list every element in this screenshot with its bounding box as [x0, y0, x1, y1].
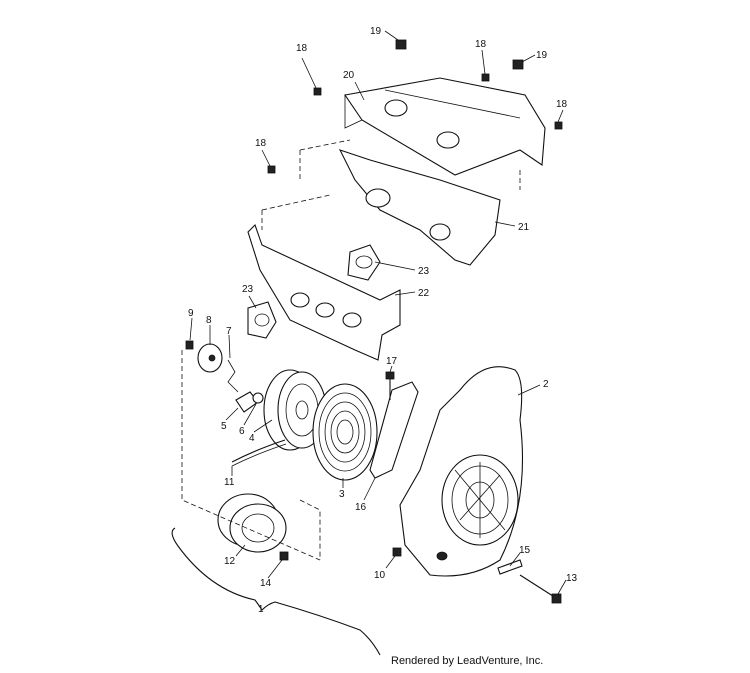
upper-shroud-part-20: [344, 77, 546, 176]
callout-15: 15: [519, 545, 531, 556]
gasket-part-23-left: [247, 301, 277, 339]
bracket-part-15: [497, 559, 523, 575]
assembly-line: [299, 499, 321, 560]
pawl-spring-part-6: [252, 392, 264, 404]
callout-18-a: 18: [296, 43, 308, 54]
callout-6: 6: [239, 426, 245, 437]
assembly-line: [181, 350, 321, 561]
callout-23-b: 23: [242, 284, 254, 295]
starter-cup-part-12: [217, 493, 287, 553]
callout-17: 17: [386, 356, 398, 367]
leader-lines: [189, 30, 567, 595]
callout-8: 8: [206, 315, 212, 326]
starter-bracket-part-16: [369, 381, 419, 479]
washer-part-8: [197, 343, 223, 373]
callout-22: 22: [418, 288, 430, 299]
callout-18-c: 18: [556, 99, 568, 110]
callout-18-b: 18: [475, 39, 487, 50]
baffle-part-21: [299, 139, 521, 266]
callout-5: 5: [221, 421, 227, 432]
callout-16: 16: [355, 502, 367, 513]
bolt-part-13: [519, 574, 562, 604]
callout-11: 11: [224, 477, 235, 488]
callout-10: 10: [374, 570, 386, 581]
screw-part-9: [185, 340, 194, 350]
callout-1: 1: [258, 604, 264, 615]
callout-20: 20: [343, 70, 355, 81]
callout-4: 4: [249, 433, 255, 444]
callout-23-a: 23: [418, 266, 430, 277]
callout-18-d: 18: [255, 138, 267, 149]
assembly-bracket: [171, 527, 381, 656]
callout-12: 12: [224, 556, 236, 567]
callout-13: 13: [566, 573, 578, 584]
recoil-spring-part-3: [312, 383, 378, 481]
bolt-part-19: [395, 39, 524, 70]
lower-shield-part-22: [247, 194, 401, 361]
starter-rope-part-11: [231, 439, 287, 467]
callout-3: 3: [339, 489, 345, 500]
callout-14: 14: [260, 578, 272, 589]
screw-part-10: [392, 547, 402, 557]
callout-19-b: 19: [536, 50, 548, 61]
callout-labels: 1 2 3 4 5 6 7 8 9 10 11 12 13 14 15 16 1…: [188, 26, 578, 615]
callout-21: 21: [518, 222, 530, 233]
callout-7: 7: [226, 326, 232, 337]
callout-2: 2: [543, 379, 549, 390]
retainer-part-7: [227, 359, 239, 393]
callout-9: 9: [188, 308, 194, 319]
gasket-part-23-upper: [347, 244, 381, 281]
callout-19-a: 19: [370, 26, 382, 37]
blower-housing-part-2: [399, 366, 524, 577]
screw-part-14: [279, 551, 289, 561]
nut-part-18: [267, 73, 563, 174]
render-credit: Rendered by LeadVenture, Inc.: [391, 655, 544, 667]
